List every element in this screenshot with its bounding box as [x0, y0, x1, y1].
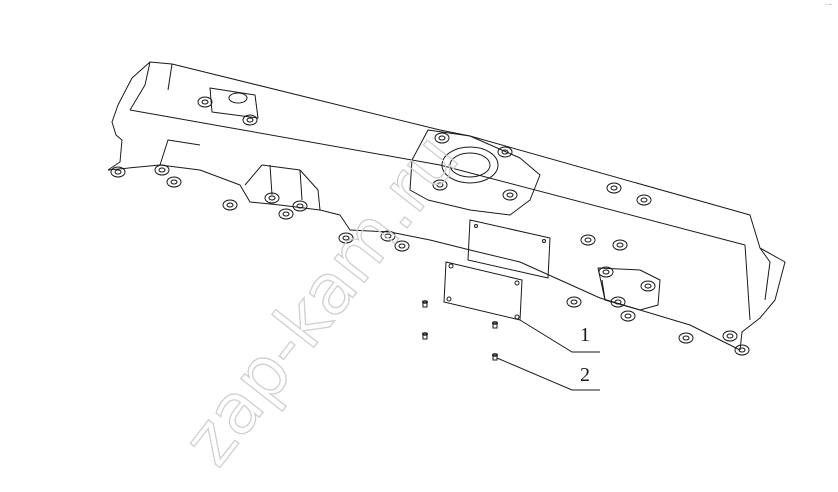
screw — [422, 300, 428, 308]
manifold-body — [107, 61, 786, 351]
screws-part-2 — [422, 300, 498, 361]
leader-line-1 — [519, 319, 600, 353]
watermark: zap-kam.ru — [167, 119, 475, 481]
cover-plate-installed — [467, 219, 551, 279]
callout-label-2: 2 — [580, 364, 590, 386]
leader-lines — [496, 319, 600, 391]
leader-line-2 — [496, 357, 600, 391]
screw — [492, 353, 498, 361]
bolt-holes — [110, 96, 750, 356]
screw — [492, 321, 498, 329]
screw — [422, 332, 428, 340]
cover-plate-part-1 — [443, 261, 523, 321]
corner-mark: - -- — [824, 2, 832, 8]
callout-label-1: 1 — [580, 324, 590, 346]
